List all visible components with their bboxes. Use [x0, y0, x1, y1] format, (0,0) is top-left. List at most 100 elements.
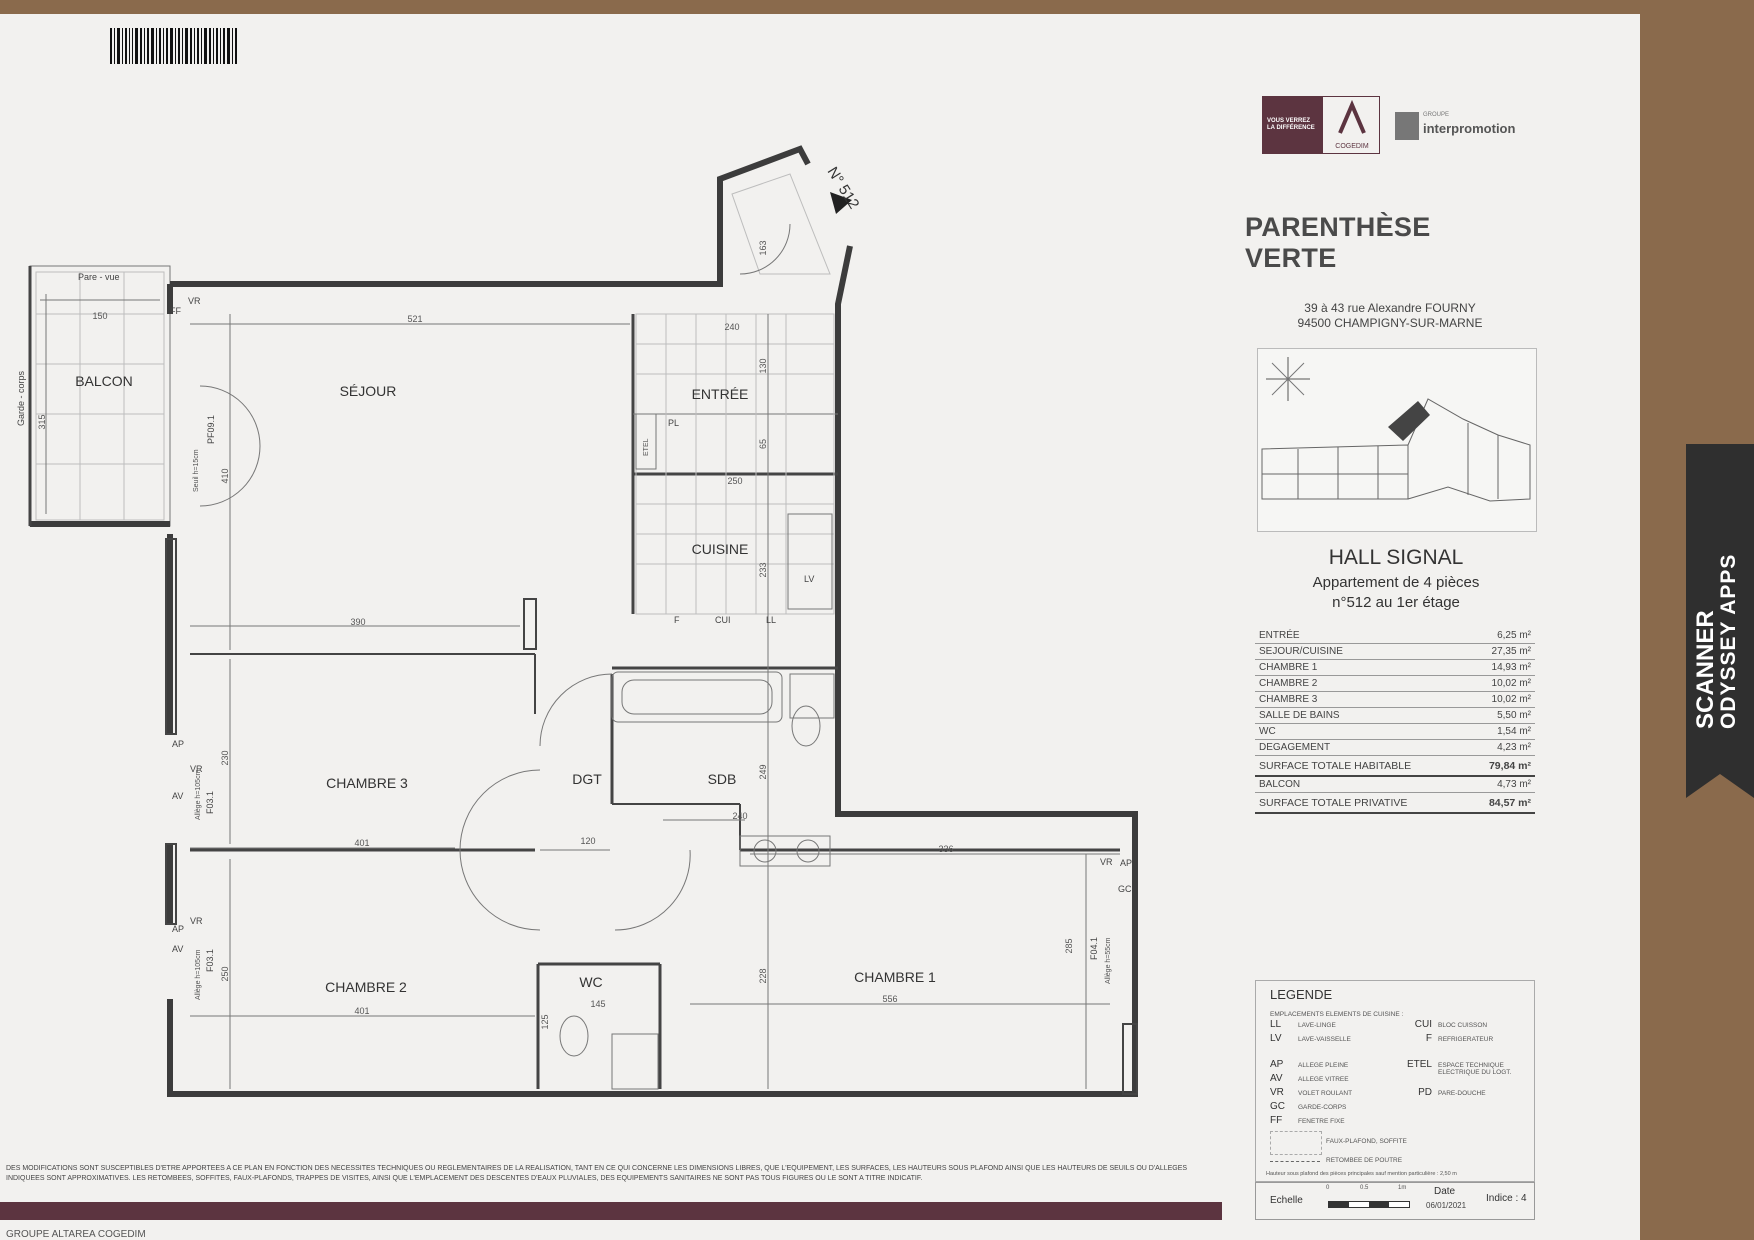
annotation-ap: AP — [172, 739, 184, 749]
dim-label: 250 — [220, 966, 230, 981]
dim-label: 240 — [732, 811, 747, 821]
legend-title: LEGENDE — [1270, 987, 1333, 1002]
dim-label: 125 — [540, 1014, 550, 1029]
dim-label: 233 — [758, 562, 768, 577]
scale-tick-1: 1m — [1398, 1185, 1407, 1191]
dim-label: 336 — [938, 844, 953, 854]
cogedim-logo: VOUS VERREZ LA DIFFÉRENCE COGEDIM — [1262, 96, 1380, 154]
annotation-pf: PF09.1 — [206, 415, 216, 444]
interpromotion-name: interpromotion — [1423, 121, 1516, 136]
dim-label: 315 — [37, 414, 47, 429]
dim-label: 163 — [758, 240, 768, 255]
compass-icon — [1266, 357, 1310, 401]
surface-area: 5,50 m² — [1468, 707, 1535, 724]
tiled-floor — [635, 173, 835, 615]
annotation-av: AV — [172, 791, 183, 801]
legend-desc: ALLEGE PLEINE — [1298, 1062, 1349, 1069]
annotation-allege105: Allège h=105cm — [195, 769, 202, 820]
legend-hauteur-note: Hauteur sous plafond des pièces principa… — [1266, 1171, 1457, 1177]
room-label-sdb: SDB — [708, 771, 737, 787]
interpromotion-icon — [1395, 112, 1419, 140]
footer-company: GROUPE ALTAREA COGEDIM — [6, 1229, 146, 1240]
revision-index: Indice : 4 — [1486, 1193, 1527, 1204]
apartment-type: Appartement de 4 pièces — [1312, 574, 1480, 591]
legend-code: LL — [1270, 1019, 1282, 1030]
surface-area: 10,02 m² — [1468, 691, 1535, 708]
legend-code: AV — [1270, 1073, 1283, 1084]
interpromotion-logo: GROUPE interpromotion — [1395, 112, 1525, 142]
room-label-chambre3: CHAMBRE 3 — [326, 775, 408, 791]
balcony — [28, 265, 171, 527]
annotation-pare-vue: Pare - vue — [78, 272, 120, 282]
apartment-location-marker — [1388, 401, 1430, 441]
address-line2: 94500 CHAMPIGNY-SUR-MARNE — [1297, 316, 1483, 330]
surface-room: DEGAGEMENT — [1255, 739, 1469, 756]
surface-area: 6,25 m² — [1468, 628, 1535, 644]
dim-label: 249 — [758, 764, 768, 779]
legend-code: LV — [1270, 1033, 1282, 1044]
legend-desc: LAVE-LINGE — [1298, 1022, 1336, 1029]
dim-label: 130 — [758, 358, 768, 373]
room-label-chambre2: CHAMBRE 2 — [325, 979, 407, 995]
legend-code: FF — [1270, 1115, 1283, 1126]
annotation-pl: PL — [668, 418, 679, 428]
scale-tick-05: 0.5 — [1360, 1185, 1369, 1191]
surface-room: CHAMBRE 3 — [1255, 691, 1469, 708]
annotation-ff: FF — [170, 306, 181, 316]
legend-desc: ESPACE TECHNIQUE ELECTRIQUE DU LOGT. — [1438, 1062, 1512, 1076]
room-label-cuisine: CUISINE — [692, 541, 749, 557]
legend-retombee: RETOMBEE DE POUTRE — [1326, 1157, 1403, 1164]
legend-desc: ALLEGE VITREE — [1298, 1076, 1349, 1083]
surface-room: SALLE DE BAINS — [1255, 707, 1469, 724]
surface-room: CHAMBRE 1 — [1255, 659, 1469, 676]
scale-tick-0: 0 — [1326, 1185, 1330, 1191]
legend-code: VR — [1270, 1087, 1284, 1098]
floor-plan-drawing: BALCON SÉJOUR ENTRÉE CUISINE CHAMBRE 3 D… — [16, 145, 1138, 1097]
room-label-dgt: DGT — [572, 771, 602, 787]
legend-code: CUI — [1414, 1019, 1432, 1030]
legend-desc: FENETRE FIXE — [1298, 1118, 1345, 1125]
building-footprint — [1261, 398, 1531, 502]
legend-desc: REFRIGERATEUR — [1438, 1036, 1494, 1043]
watermark-line2: ODYSSEY APPS — [1717, 553, 1740, 729]
entrance-arrow-icon — [830, 192, 852, 214]
dim-label: 390 — [350, 617, 365, 627]
surface-room: SURFACE TOTALE PRIVATIVE — [1255, 792, 1469, 814]
address-line1: 39 à 43 rue Alexandre FOURNY — [1304, 301, 1476, 315]
project-title: PARENTHÈSE VERTE — [1245, 212, 1431, 273]
annotation-vr: VR — [188, 296, 201, 306]
legend-desc: BLOC CUISSON — [1438, 1022, 1488, 1029]
date-label: Date — [1434, 1186, 1456, 1197]
floor-plan-sheet: BALCON SÉJOUR ENTRÉE CUISINE CHAMBRE 3 D… — [0, 14, 1640, 1240]
dim-label: 250 — [727, 476, 742, 486]
legend-desc: VOLET ROULANT — [1298, 1090, 1353, 1097]
annotation-seuil: Seuil h=15cm — [193, 449, 200, 492]
surface-area: 1,54 m² — [1468, 723, 1535, 740]
legend-desc: PARE-DOUCHE — [1438, 1090, 1486, 1097]
legend-faux-plafond: FAUX-PLAFOND, SOFFITE — [1326, 1138, 1407, 1145]
annotation-allege55: Allège h=55cm — [1105, 937, 1112, 984]
legend-subtitle: EMPLACEMENTS ELEMENTS DE CUISINE : — [1270, 1011, 1404, 1018]
scale-label: Echelle — [1270, 1195, 1303, 1206]
site-plan-thumbnail — [1257, 348, 1537, 532]
legend-code: PD — [1418, 1087, 1432, 1098]
annotation-f03: F03.1 — [205, 949, 215, 972]
dim-label: 120 — [580, 836, 595, 846]
dim-label: 150 — [92, 311, 107, 321]
dim-label: 285 — [1064, 938, 1074, 953]
annotation-f03: F03.1 — [205, 791, 215, 814]
disclaimer-text: DES MODIFICATIONS SONT SUSCEPTIBLES D'ET… — [6, 1165, 1188, 1182]
cogedim-name: COGEDIM — [1335, 143, 1369, 150]
dim-label: 228 — [758, 968, 768, 983]
surface-room: ENTRÉE — [1255, 628, 1469, 644]
legend-code: GC — [1270, 1101, 1285, 1112]
surface-area: 4,23 m² — [1468, 739, 1535, 756]
surface-area: 79,84 m² — [1468, 755, 1535, 777]
